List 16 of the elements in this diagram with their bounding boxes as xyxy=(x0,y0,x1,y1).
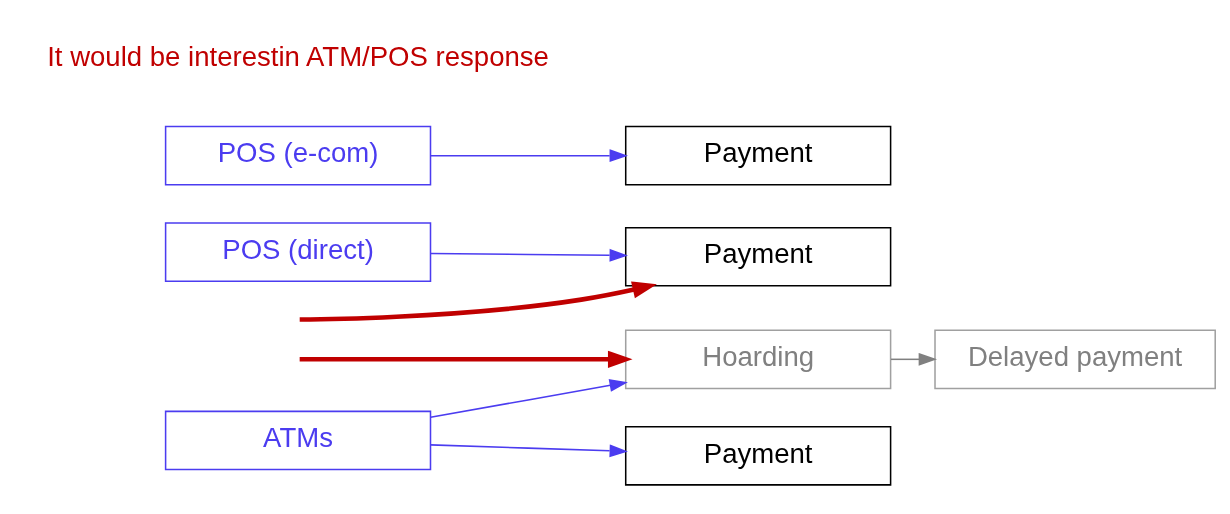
arrow xyxy=(890,352,938,366)
arrow xyxy=(429,248,628,262)
node-box: Hoarding xyxy=(624,328,892,389)
node-box: POS (direct) xyxy=(164,221,432,282)
node-box: Payment xyxy=(624,226,892,287)
node-box: POS (e-com) xyxy=(164,125,432,186)
arrow xyxy=(429,378,628,418)
arrow xyxy=(429,148,628,162)
label: It would be interestin ATM/POS response xyxy=(47,40,549,72)
arrow xyxy=(299,280,657,322)
node-box: ATMs xyxy=(164,410,432,470)
node-box: Payment xyxy=(624,125,892,186)
node-box: Delayed payment xyxy=(934,328,1216,389)
node-box: Payment xyxy=(624,425,892,486)
arrow xyxy=(429,443,628,457)
arrow xyxy=(299,350,633,368)
